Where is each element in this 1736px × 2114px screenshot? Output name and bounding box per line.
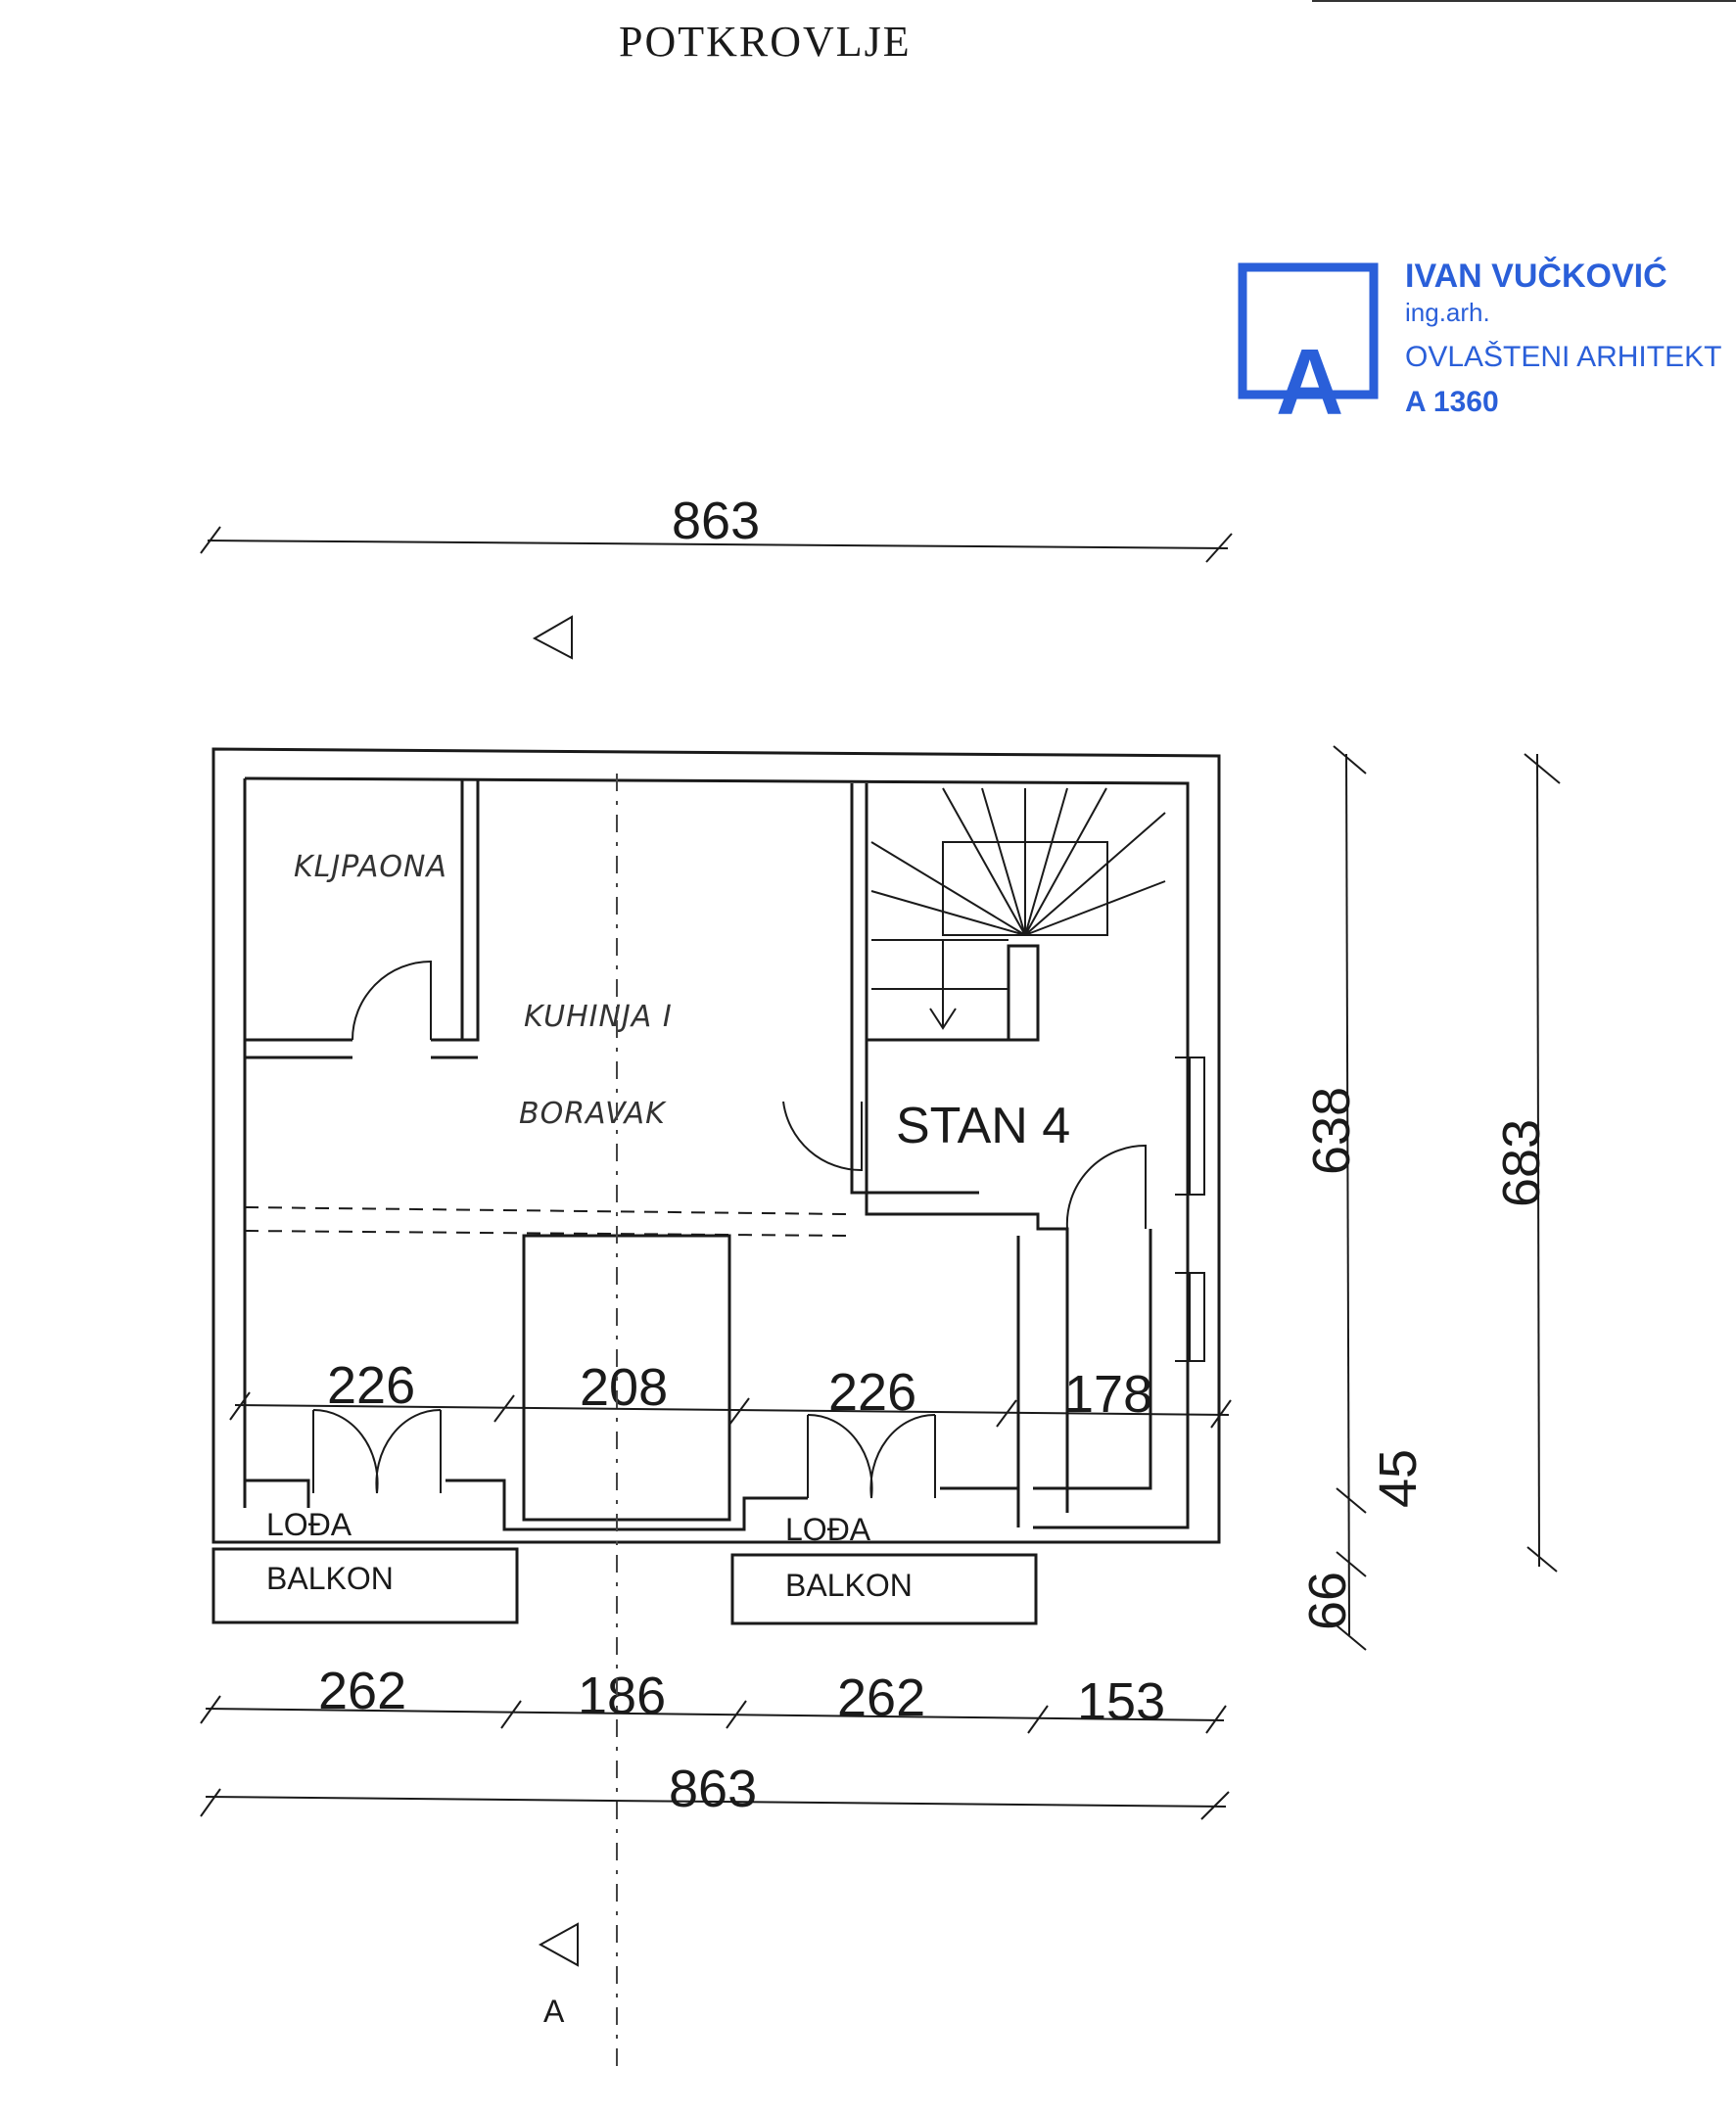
dimension-top-total: 863 (200, 492, 1233, 563)
dim-inner-2: 208 (580, 1358, 668, 1417)
drawing-title: POTKROVLJE (619, 18, 912, 66)
doors (312, 960, 1147, 1499)
dimension-bottom-segments: 262 186 262 153 (200, 1662, 1227, 1734)
dim-bottom-total-label: 863 (669, 1760, 757, 1818)
room-label-kuhinja: KUHINJA I (524, 1000, 673, 1034)
room-label-stan: STAN 4 (896, 1098, 1070, 1154)
room-label-boravak: BORAVAK (519, 1097, 667, 1131)
section-marker-bottom (538, 1922, 579, 1967)
dim-bottom-1: 262 (318, 1662, 406, 1720)
dim-right-inner-label: 638 (1302, 1087, 1361, 1175)
dimension-right-inner: 638 45 66 (1298, 745, 1428, 1651)
dim-inner-1: 226 (327, 1356, 415, 1415)
room-label-balkon-right: BALKON (785, 1568, 913, 1603)
dim-right-outer-label: 683 (1492, 1119, 1551, 1207)
architect-stamp: A IVAN VUČKOVIĆ ing.arh. OVLAŠTENI ARHIT… (1238, 257, 1721, 435)
room-label-balkon-left: BALKON (266, 1561, 394, 1596)
dimension-right-outer: 683 (1492, 753, 1561, 1573)
dim-right-small-b: 66 (1298, 1572, 1357, 1630)
stamp-logo-frame (1238, 262, 1379, 399)
dim-inner-3: 226 (828, 1363, 916, 1422)
room-label-klopaona: KLJPAONA (294, 850, 447, 884)
section-marker-top (532, 615, 573, 660)
interior-walls (245, 780, 1152, 1531)
stamp-number: A 1360 (1405, 386, 1499, 418)
dim-right-small-a: 45 (1369, 1449, 1428, 1508)
dim-bottom-2: 186 (578, 1667, 666, 1725)
dim-top-total-label: 863 (672, 492, 760, 550)
stamp-logo-letter: A (1276, 330, 1343, 435)
roof-line-dashed (244, 1206, 848, 1237)
dim-inner-4: 178 (1064, 1365, 1152, 1424)
staircase (870, 787, 1166, 1030)
stamp-role: OVLAŠTENI ARHITEKT (1405, 340, 1721, 373)
exterior-walls (211, 747, 1221, 1625)
windows-right (1175, 1057, 1205, 1362)
stamp-qualification: ing.arh. (1405, 298, 1490, 327)
section-label: A (543, 1994, 565, 2029)
dim-bottom-3: 262 (837, 1668, 925, 1727)
room-label-loda-right: LOĐA (785, 1512, 871, 1547)
stamp-name: IVAN VUČKOVIĆ (1405, 257, 1667, 295)
room-label-loda-left: LOĐA (266, 1507, 352, 1542)
dim-bottom-4: 153 (1077, 1672, 1165, 1731)
dimension-inner-line: 226 208 226 178 (229, 1356, 1232, 1429)
dimension-bottom-total: 863 (200, 1760, 1230, 1820)
